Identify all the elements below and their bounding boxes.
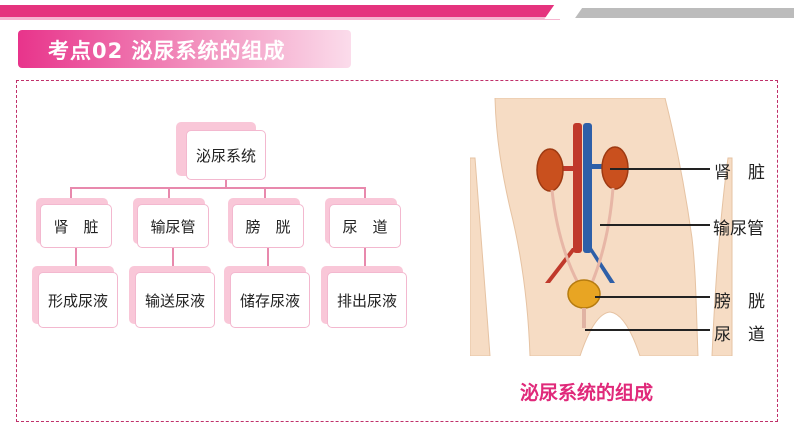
section-heading: 考点02 泌尿系统的组成 xyxy=(18,30,351,68)
label-urethra: 尿 道 xyxy=(714,325,765,345)
light-pink-stripe xyxy=(0,17,560,20)
pink-stripe xyxy=(0,5,560,17)
branch-connector-1 xyxy=(70,187,72,199)
function-connector-1 xyxy=(75,248,77,270)
content-frame xyxy=(16,80,778,422)
function-connector-3 xyxy=(267,248,269,270)
urethra-pointer-line xyxy=(585,329,710,331)
organ-node-kidney: 肾 脏 xyxy=(40,204,112,248)
organ-node-ureter: 输尿管 xyxy=(137,204,209,248)
label-bladder: 膀 胱 xyxy=(714,292,765,312)
top-decoration-bar xyxy=(0,0,794,20)
organ-node-label: 输尿管 xyxy=(150,217,196,236)
organ-node-bladder: 膀 胱 xyxy=(232,204,304,248)
branch-connector-3 xyxy=(264,187,266,199)
section-title: 考点02 泌尿系统的组成 xyxy=(48,39,286,63)
label-ureter: 输尿管 xyxy=(713,219,764,239)
function-node-label: 排出尿液 xyxy=(336,291,397,310)
bladder-pointer-line xyxy=(595,296,710,298)
organ-node-label: 尿 道 xyxy=(342,217,388,236)
body-diagram-svg xyxy=(469,97,733,357)
branch-connector-4 xyxy=(364,187,366,199)
function-connector-2 xyxy=(172,248,174,270)
function-node: 输送尿液 xyxy=(135,272,215,328)
function-node-label: 形成尿液 xyxy=(47,291,108,310)
gray-stripe xyxy=(575,8,794,18)
organ-node-label: 膀 胱 xyxy=(245,217,291,236)
label-kidney: 肾 脏 xyxy=(714,163,765,183)
urinary-system-illustration xyxy=(469,97,770,357)
function-node: 储存尿液 xyxy=(230,272,310,328)
function-node-label: 储存尿液 xyxy=(239,291,300,310)
function-node-label: 输送尿液 xyxy=(144,291,205,310)
function-connector-4 xyxy=(364,248,366,270)
figure-caption: 泌尿系统的组成 xyxy=(520,382,654,404)
root-connector xyxy=(225,180,227,188)
ureter-pointer-line xyxy=(600,224,710,226)
kidney-pointer-line xyxy=(610,168,710,170)
branch-connector-2 xyxy=(168,187,170,199)
function-node: 排出尿液 xyxy=(327,272,407,328)
horizontal-connector xyxy=(70,187,365,189)
function-node: 形成尿液 xyxy=(38,272,118,328)
organ-node-urethra: 尿 道 xyxy=(329,204,401,248)
organ-node-label: 肾 脏 xyxy=(53,217,99,236)
root-node-label: 泌尿系统 xyxy=(195,146,256,165)
root-node: 泌尿系统 xyxy=(186,130,266,180)
